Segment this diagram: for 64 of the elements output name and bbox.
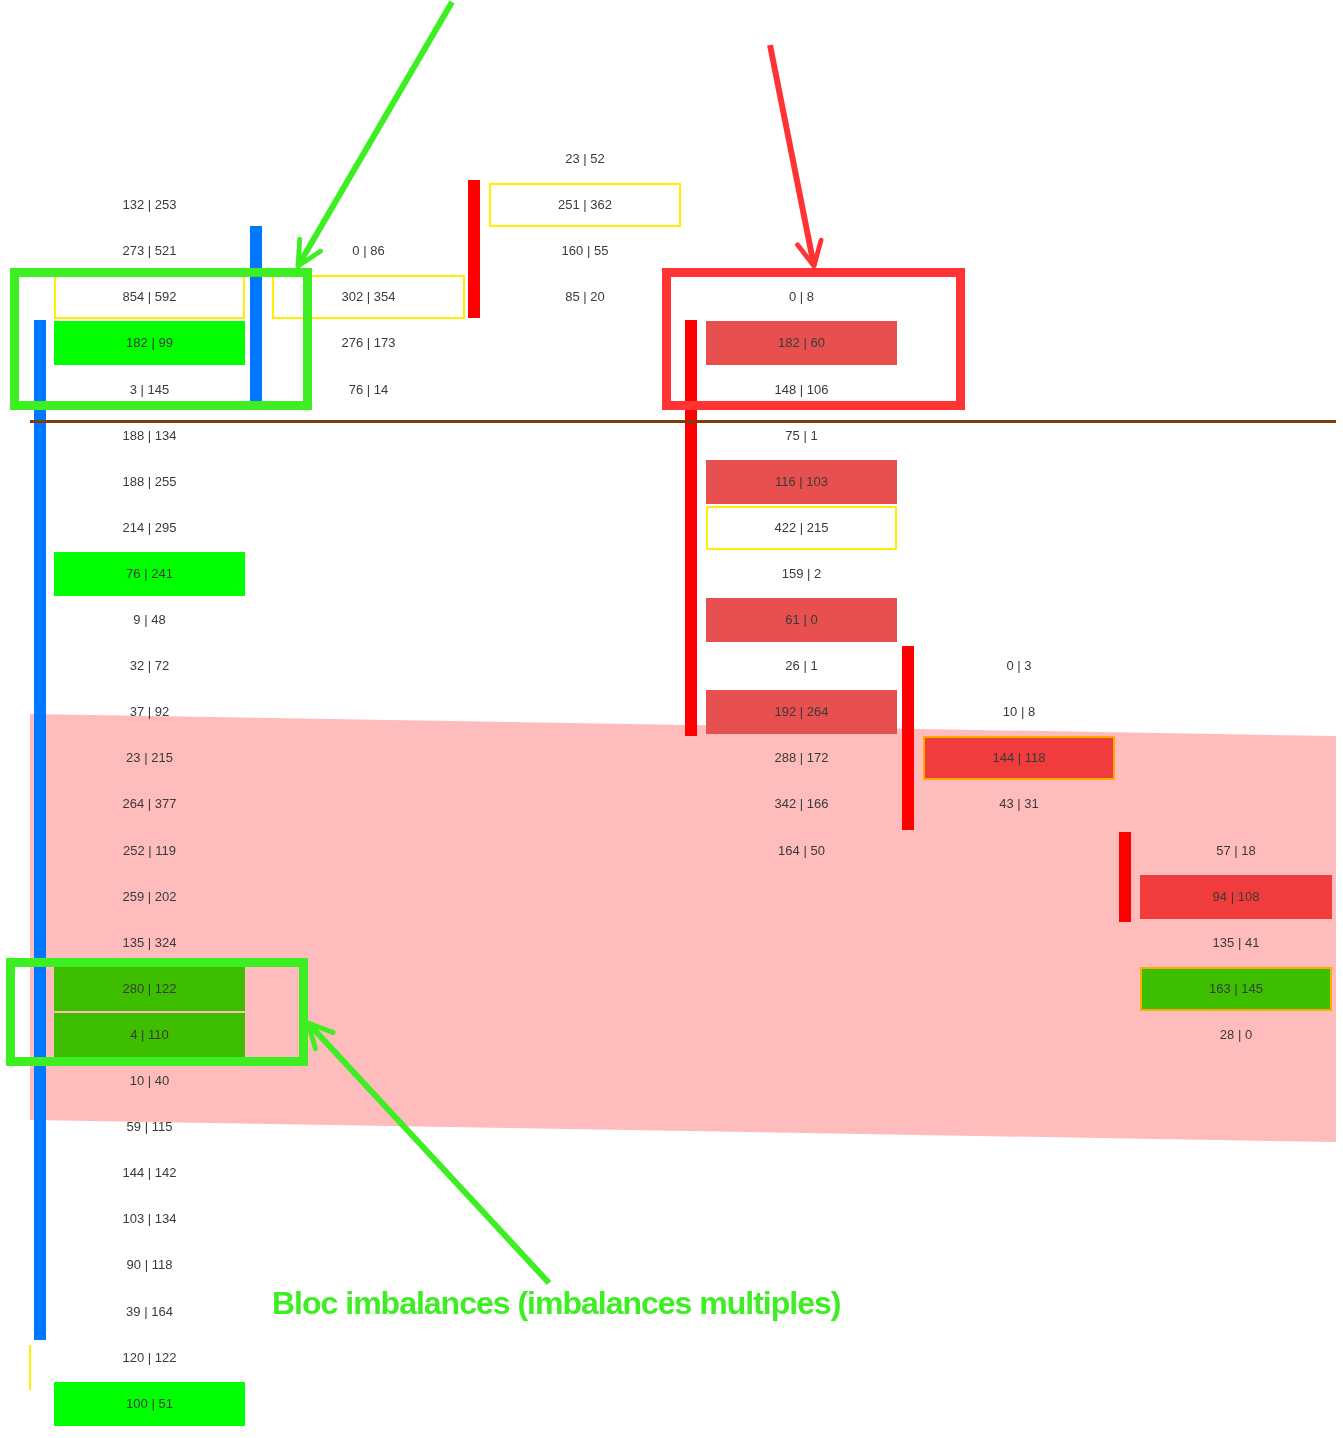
highlight-frame xyxy=(10,268,312,410)
highlight-frame xyxy=(662,268,965,410)
volume-value: 37 | 92 xyxy=(128,703,171,721)
imbalance-cell: 182 | 60 xyxy=(706,321,897,365)
volume-value: 85 | 20 xyxy=(564,288,606,306)
volume-value: 32 | 72 xyxy=(128,657,171,675)
imbalance-cell: 4 | 110 xyxy=(54,1013,245,1057)
volume-value: 148 | 106 xyxy=(773,381,830,399)
imbalance-cell: 192 | 264 xyxy=(706,690,897,734)
imbalance-cell: 76 | 241 xyxy=(54,552,245,596)
volume-value: 28 | 0 xyxy=(1218,1026,1254,1044)
highlighted-cell: 302 | 354 xyxy=(272,275,465,319)
volume-value: 273 | 521 xyxy=(121,242,178,260)
volume-value: 288 | 172 xyxy=(773,749,830,767)
volume-value: 0 | 8 xyxy=(787,288,816,306)
volume-value: 10 | 8 xyxy=(1001,703,1037,721)
volume-value: 188 | 255 xyxy=(121,473,178,491)
volume-value: 135 | 324 xyxy=(121,934,178,952)
imbalance-cell: 100 | 51 xyxy=(54,1382,245,1426)
arrow xyxy=(767,44,824,269)
volume-value: 75 | 1 xyxy=(784,427,819,445)
volume-value: 252 | 119 xyxy=(122,842,177,860)
volume-value: 276 | 173 xyxy=(340,334,397,352)
highlighted-cell: 422 | 215 xyxy=(706,506,897,550)
volume-value: 39 | 164 xyxy=(125,1303,174,1321)
volume-value: 90 | 118 xyxy=(125,1256,174,1274)
highlight-frame xyxy=(6,958,308,1066)
volume-value: 264 | 377 xyxy=(121,795,178,813)
volume-value: 164 | 50 xyxy=(777,842,826,860)
imbalance-cell: 280 | 122 xyxy=(54,967,245,1011)
volume-value: 57 | 18 xyxy=(1215,842,1257,860)
annotation-text: Bloc imbalances (imbalances multiples) xyxy=(272,1283,841,1323)
volume-value: 132 | 253 xyxy=(121,196,178,214)
volume-value: 135 | 41 xyxy=(1211,934,1261,952)
volume-value: 188 | 134 xyxy=(121,427,178,445)
volume-value: 23 | 215 xyxy=(125,749,174,767)
imbalance-cell: 182 | 99 xyxy=(54,321,245,365)
imbalance-cell: 144 | 118 xyxy=(923,736,1115,780)
volume-value: 103 | 134 xyxy=(121,1210,178,1228)
volume-value: 9 | 48 xyxy=(132,611,167,629)
volume-value: 23 | 52 xyxy=(564,150,606,168)
highlighted-cell: 854 | 592 xyxy=(54,275,245,319)
highlighted-cell: 251 | 362 xyxy=(489,183,681,227)
volume-value: 0 | 3 xyxy=(1005,657,1033,675)
volume-value: 76 | 14 xyxy=(347,381,390,399)
volume-value: 144 | 142 xyxy=(121,1164,178,1182)
imbalance-cell: 163 | 145 xyxy=(1140,967,1332,1011)
imbalance-cell: 116 | 103 xyxy=(706,460,897,504)
volume-value: 120 | 122 xyxy=(121,1349,178,1367)
volume-value: 259 | 202 xyxy=(121,888,178,906)
volume-value: 159 | 2 xyxy=(780,565,823,583)
volume-value: 214 | 295 xyxy=(121,519,178,537)
arrow xyxy=(295,0,455,269)
imbalance-cell: 61 | 0 xyxy=(706,598,897,642)
volume-value: 0 | 86 xyxy=(351,242,386,260)
volume-value: 26 | 1 xyxy=(784,657,819,675)
volume-value: 342 | 166 xyxy=(773,795,830,813)
volume-value: 160 | 55 xyxy=(560,242,610,260)
volume-value: 43 | 31 xyxy=(998,795,1040,813)
volume-value: 10 | 40 xyxy=(128,1072,171,1090)
volume-value: 3 | 145 xyxy=(128,381,171,399)
volume-value: 59 | 115 xyxy=(125,1118,174,1136)
imbalance-cell: 94 | 108 xyxy=(1140,875,1332,919)
arrow xyxy=(305,1020,552,1286)
